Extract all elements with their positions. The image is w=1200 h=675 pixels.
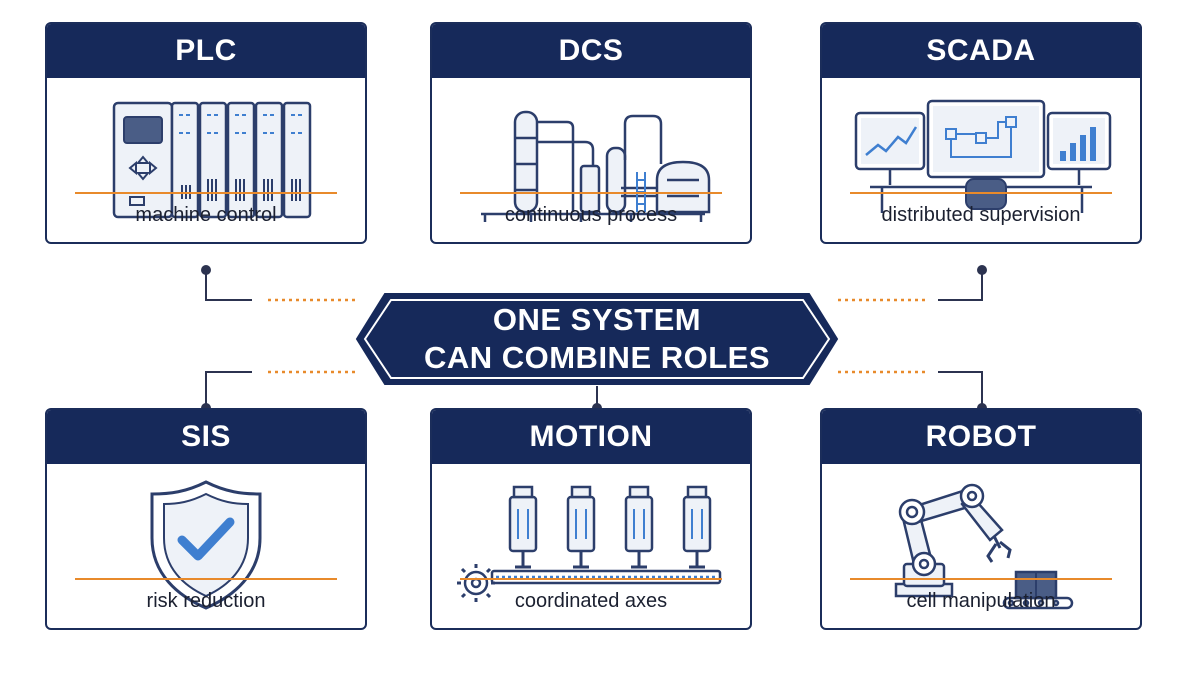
- card-title: SCADA: [822, 24, 1140, 78]
- center-line-2: CAN COMBINE ROLES: [423, 340, 771, 375]
- center-statement-badge: ONE SYSTEM CAN COMBINE ROLES: [355, 292, 839, 386]
- card-caption: distributed supervision: [881, 204, 1081, 226]
- robot-card: ROBOT: [820, 408, 1142, 630]
- card-divider: [75, 192, 337, 194]
- center-line-1: ONE SYSTEM: [492, 302, 702, 337]
- card-caption: coordinated axes: [514, 590, 668, 612]
- connector-scada: [938, 270, 983, 301]
- sis-card: SIS risk reduction: [45, 408, 367, 630]
- card-divider: [460, 192, 722, 194]
- card-title: PLC: [47, 24, 365, 78]
- connector-plc: [205, 270, 252, 301]
- connector-sis: [205, 371, 252, 408]
- connector-robot: [938, 371, 983, 408]
- card-title: DCS: [432, 24, 750, 78]
- robot-arm-icon: [822, 466, 1140, 622]
- card-title: MOTION: [432, 410, 750, 464]
- card-caption: cell manipulation: [906, 590, 1056, 612]
- plc-card: PLC: [45, 22, 367, 244]
- card-caption: machine control: [135, 204, 277, 226]
- card-caption: risk reduction: [146, 590, 266, 612]
- motion-card: MOTION: [430, 408, 752, 630]
- shield-check-icon: [47, 466, 365, 622]
- servo-axes-icon: [432, 466, 750, 622]
- card-divider: [850, 578, 1112, 580]
- card-divider: [75, 578, 337, 580]
- card-divider: [460, 578, 722, 580]
- card-divider: [850, 192, 1112, 194]
- dcs-card: DCS continu: [430, 22, 752, 244]
- card-title: SIS: [47, 410, 365, 464]
- card-caption: continuous process: [504, 204, 678, 226]
- card-title: ROBOT: [822, 410, 1140, 464]
- scada-card: SCADA: [820, 22, 1142, 244]
- monitor-workstation-icon: [822, 80, 1140, 236]
- plc-rack-icon: [47, 80, 365, 236]
